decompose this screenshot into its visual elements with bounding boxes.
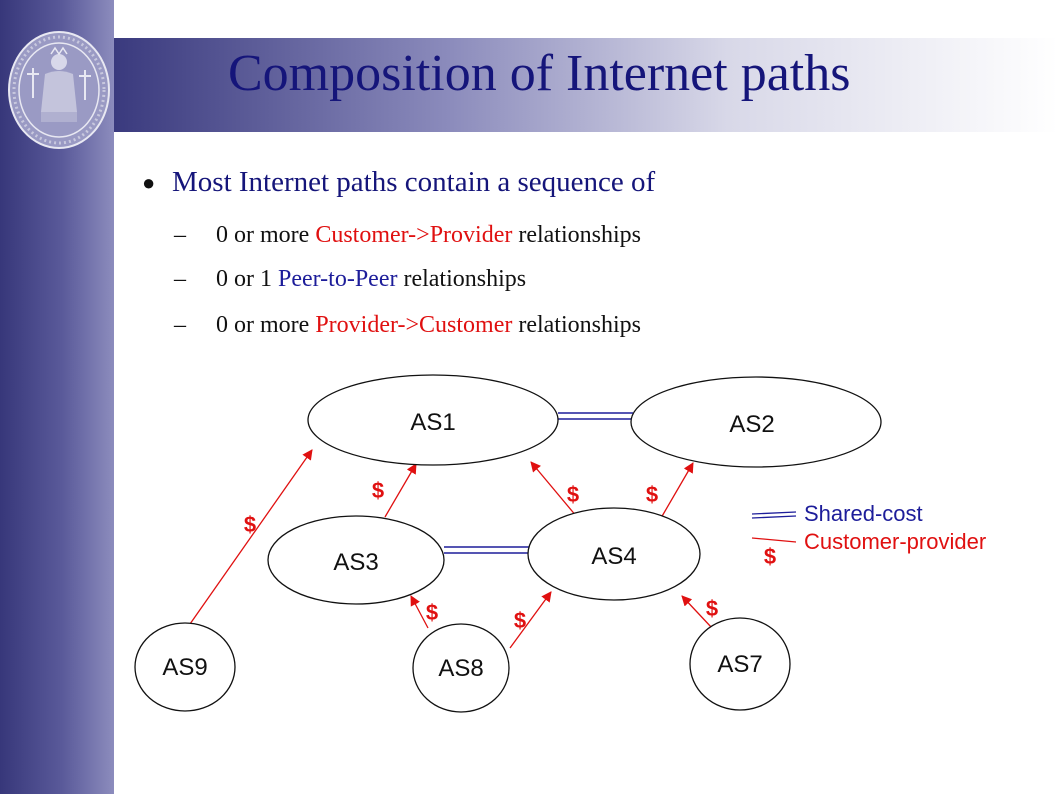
sub-item-prefix: 0 or more <box>216 222 316 248</box>
node-label: AS7 <box>717 651 762 678</box>
node-label: AS4 <box>591 543 636 570</box>
cp-dollar-label: $ <box>706 596 718 621</box>
sub-item-dash: – <box>174 222 186 248</box>
sub-item-suffix: relationships <box>512 222 641 248</box>
legend-shared-cost-label: Shared-cost <box>804 501 923 526</box>
peer-link-as1-as2 <box>558 412 633 420</box>
sub-item-highlight: Provider->Customer <box>315 312 513 338</box>
main-bullet-text: Most Internet paths contain a sequence o… <box>172 166 656 198</box>
cp-dollar-label: $ <box>646 482 658 507</box>
peer-link-as3-as4 <box>444 546 530 554</box>
cp-dollar-label: $ <box>426 600 438 625</box>
cp-link-as7-as4 <box>681 595 713 629</box>
cp-dollar-label: $ <box>567 482 579 507</box>
sub-item-prefix: 0 or more <box>216 312 316 338</box>
node-label: AS8 <box>438 655 483 682</box>
title-band <box>114 38 1058 132</box>
node-label: AS3 <box>333 549 378 576</box>
node-as2: AS2 <box>630 376 882 468</box>
legend: Shared-cost Customer-provider $ <box>751 501 986 569</box>
sub-item-suffix: relationships <box>397 266 527 292</box>
sub-item-dash: – <box>174 312 186 338</box>
cp-link-as8-as3 <box>410 595 429 629</box>
sub-item-prefix: 0 or 1 <box>216 266 278 292</box>
cp-link-as9-as1 <box>189 449 313 625</box>
legend-shared-cost-line <box>751 511 797 519</box>
legend-dollar-symbol: $ <box>764 544 776 569</box>
sub-item-text: 0 or more Provider->Customer relationshi… <box>216 312 641 339</box>
node-as1: AS1 <box>307 374 559 466</box>
sub-item-text: 0 or more Customer->Provider relationshi… <box>216 222 641 249</box>
cp-dollar-label: $ <box>372 478 384 503</box>
sub-item-highlight: Peer-to-Peer <box>278 266 398 292</box>
sub-item-text: 0 or 1 Peer-to-Peer relationships <box>216 266 526 293</box>
sub-item-dash: – <box>174 266 186 292</box>
node-label: AS9 <box>162 654 207 681</box>
node-as7: AS7 <box>689 617 791 711</box>
sub-item-suffix: relationships <box>512 312 641 338</box>
slide-title: Composition of Internet paths <box>228 45 851 102</box>
cp-dollar-label: $ <box>244 512 256 537</box>
node-as3: AS3 <box>267 515 445 605</box>
sub-item-highlight: Customer->Provider <box>315 222 513 248</box>
cp-dollar-label: $ <box>514 608 526 633</box>
cp-link-as8-as4 <box>509 591 552 649</box>
cp-link-as4-as1 <box>530 461 578 518</box>
node-as9: AS9 <box>134 622 236 712</box>
legend-customer-provider-label: Customer-provider <box>804 529 986 554</box>
legend-customer-provider-line <box>751 537 797 543</box>
cp-link-as4-as2 <box>660 462 694 519</box>
node-as4: AS4 <box>527 507 701 601</box>
node-label: AS2 <box>729 411 774 438</box>
cp-link-as3-as1 <box>384 463 417 518</box>
node-as8: AS8 <box>412 623 510 713</box>
node-label: AS1 <box>410 409 455 436</box>
bullet-dot-icon: ● <box>142 170 156 195</box>
university-seal-icon <box>8 31 110 149</box>
